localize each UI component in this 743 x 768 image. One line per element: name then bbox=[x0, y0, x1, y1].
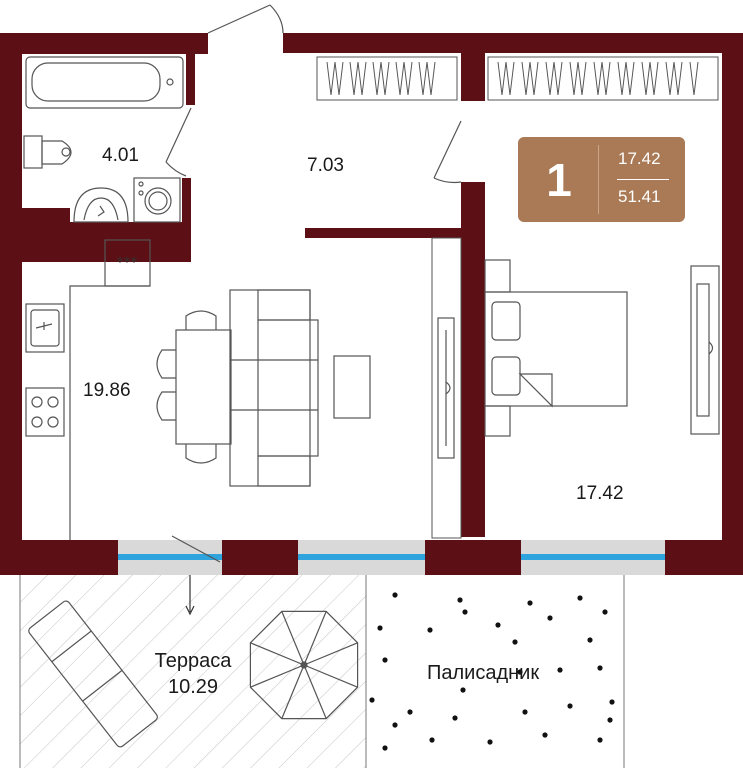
garden-dot bbox=[429, 737, 435, 743]
garden-dot bbox=[512, 639, 518, 645]
bathtub-icon bbox=[25, 56, 184, 109]
garden-dot bbox=[369, 697, 375, 703]
terrace-label: Терраса 10.29 bbox=[140, 648, 246, 700]
terrace-title: Терраса bbox=[154, 650, 232, 672]
rooms-count: 1 bbox=[546, 153, 572, 206]
terrace-area-label: 10.29 bbox=[167, 676, 219, 698]
kitchen-sink-icon bbox=[25, 303, 65, 353]
terrace-door bbox=[171, 535, 221, 616]
garden-dot bbox=[587, 637, 593, 643]
umbrella-rib bbox=[303, 664, 358, 688]
garden-dot bbox=[427, 627, 433, 633]
wardrobe-icon bbox=[316, 56, 458, 101]
garden-dot bbox=[377, 625, 383, 631]
garden-dot bbox=[495, 622, 501, 628]
garden-dot bbox=[597, 737, 603, 743]
tv-icon bbox=[437, 317, 455, 459]
sofa-icon bbox=[229, 289, 319, 487]
garden-dot bbox=[567, 703, 573, 709]
tv-icon bbox=[690, 265, 720, 435]
apartment-badge: 1 17.42 51.41 bbox=[518, 137, 685, 222]
wardrobe-icon bbox=[487, 56, 719, 101]
bedroom-door bbox=[433, 120, 462, 184]
coffee-table bbox=[333, 355, 371, 419]
garden-dot bbox=[542, 732, 548, 738]
bathroom-area-label: 4.01 bbox=[102, 145, 139, 166]
garden-dot bbox=[382, 657, 388, 663]
garden-dot bbox=[460, 687, 466, 693]
stove-icon bbox=[25, 387, 65, 437]
umbrella-rib bbox=[303, 664, 327, 719]
garden-dot bbox=[577, 595, 583, 601]
garden-dot bbox=[462, 609, 468, 615]
garden-dot bbox=[452, 715, 458, 721]
badge-divider bbox=[598, 145, 599, 214]
garden-dot bbox=[487, 739, 493, 745]
garden-dot bbox=[597, 665, 603, 671]
umbrella-icon bbox=[249, 610, 359, 720]
umbrella-rib bbox=[303, 642, 358, 666]
garden-dot bbox=[407, 709, 413, 715]
kitchen-living-area-label: 19.86 bbox=[83, 380, 131, 401]
garden-label: Палисадник bbox=[427, 662, 540, 684]
bathroom-door bbox=[165, 107, 192, 177]
entrance-door bbox=[207, 4, 284, 34]
umbrella-rib bbox=[250, 642, 305, 666]
garden-dot bbox=[527, 600, 533, 606]
window-living bbox=[298, 540, 425, 575]
svg-text:***: *** bbox=[117, 255, 138, 271]
walls bbox=[0, 33, 743, 575]
garden-dot bbox=[457, 597, 463, 603]
garden-dot bbox=[382, 745, 388, 751]
bedroom-area-label: 17.42 bbox=[576, 483, 624, 504]
umbrella-rib bbox=[303, 611, 327, 666]
badge-fraction-line bbox=[617, 179, 669, 180]
garden-dot bbox=[522, 709, 528, 715]
garden-dot bbox=[557, 667, 563, 673]
bed-icon bbox=[484, 259, 628, 437]
living-area-value: 17.42 bbox=[618, 149, 661, 168]
window-bedroom bbox=[521, 540, 665, 575]
total-area-value: 51.41 bbox=[618, 187, 661, 206]
washing-machine-icon bbox=[133, 177, 181, 223]
garden-dot bbox=[602, 609, 608, 615]
garden-dot bbox=[517, 669, 523, 675]
kitchen-counter: *** bbox=[69, 239, 151, 540]
garden-dot bbox=[392, 722, 398, 728]
umbrella-rib bbox=[281, 611, 305, 666]
sink-icon bbox=[73, 187, 129, 223]
garden-dot bbox=[392, 592, 398, 598]
dining-table-icon bbox=[156, 310, 232, 464]
window-kitchen bbox=[118, 540, 222, 575]
garden-dot bbox=[607, 717, 613, 723]
garden-dot bbox=[609, 699, 615, 705]
umbrella-rib bbox=[250, 664, 305, 688]
umbrella-rib bbox=[281, 664, 305, 719]
wardrobe-icon bbox=[431, 237, 462, 539]
garden-dot bbox=[547, 615, 553, 621]
garden bbox=[369, 575, 625, 768]
hall-area-label: 7.03 bbox=[307, 155, 344, 176]
sun-lounger-icon bbox=[28, 600, 158, 748]
toilet-icon bbox=[23, 135, 72, 169]
